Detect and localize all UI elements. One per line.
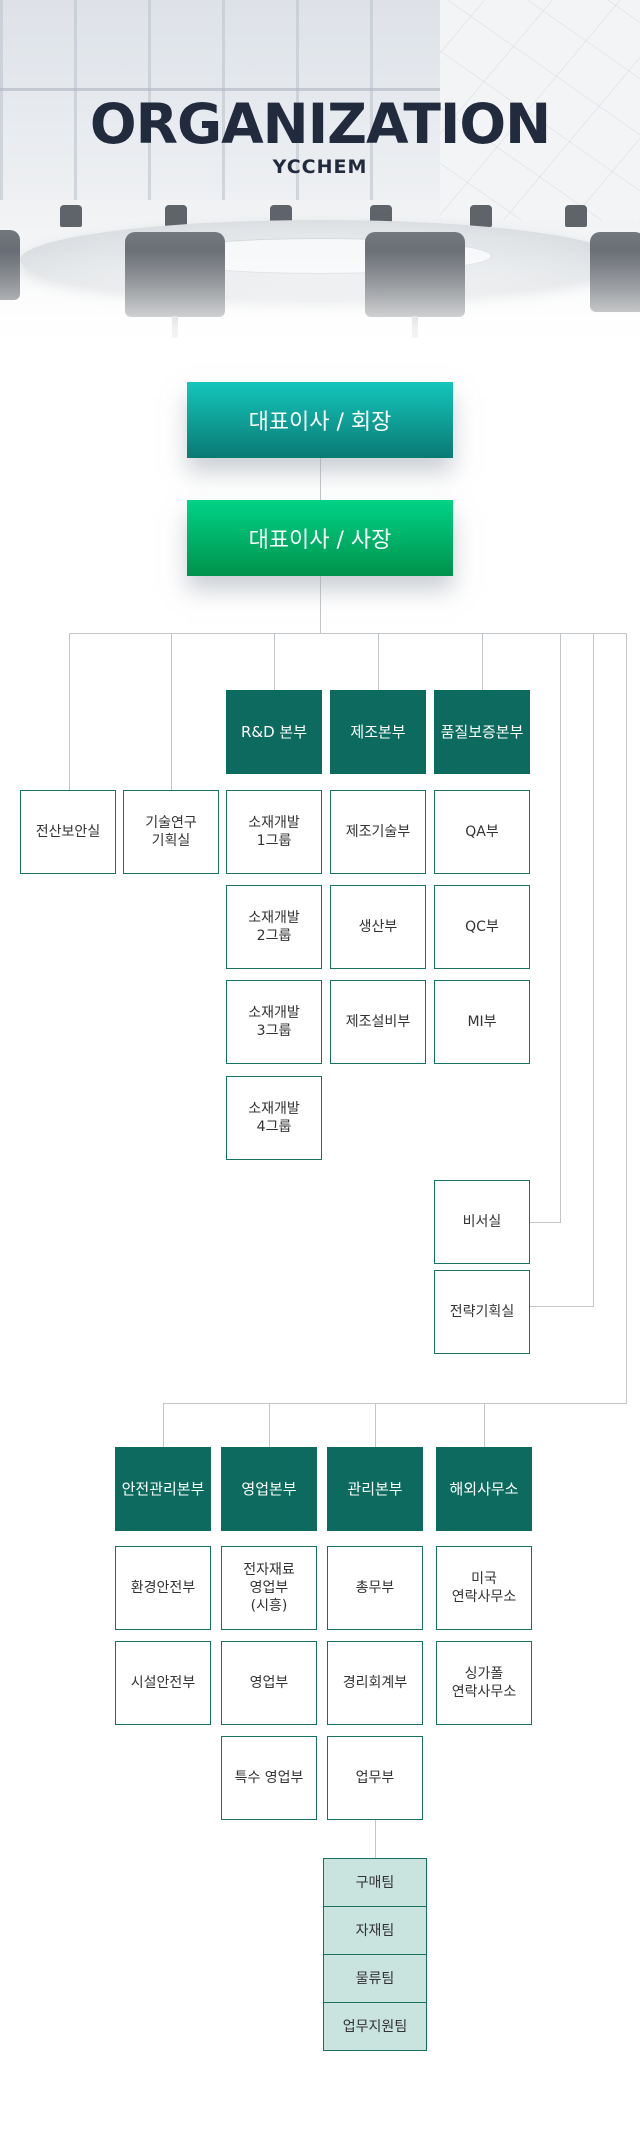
rnd-group-3-box: 소재개발 3그룹 (226, 980, 322, 1064)
hero-window-backdrop (0, 0, 440, 200)
connector-line (375, 1403, 376, 1447)
connector-line (375, 1820, 376, 1858)
manufacturing-tech-box: 제조기술부 (330, 790, 426, 874)
page-title: ORGANIZATION (89, 92, 551, 156)
connector-line (560, 633, 561, 1223)
connector-line (484, 1403, 485, 1447)
overseas-division-header: 해외사무소 (436, 1447, 532, 1531)
chairman-box: 대표이사 / 회장 (187, 382, 453, 458)
secretary-office-box: 비서실 (434, 1180, 530, 1264)
rnd-group-1-box: 소재개발 1그룹 (226, 790, 322, 874)
manufacturing-facility-box: 제조설비부 (330, 980, 426, 1064)
connector-line (482, 633, 483, 690)
rnd-planning-office-box: 기술연구 기획실 (123, 790, 219, 874)
rnd-group-4-box: 소재개발 4그룹 (226, 1076, 322, 1160)
admin-division-header: 관리본부 (327, 1447, 423, 1531)
sales-division-header: 영업본부 (221, 1447, 317, 1531)
qc-box: QC부 (434, 885, 530, 969)
strategy-office-box: 전략기획실 (434, 1270, 530, 1354)
purchasing-team-box: 구매팀 (323, 1858, 427, 1907)
connector-line (320, 458, 321, 500)
env-safety-box: 환경안전부 (115, 1546, 211, 1630)
connector-line (269, 1403, 270, 1447)
production-box: 생산부 (330, 885, 426, 969)
connector-line (378, 633, 379, 690)
mi-box: MI부 (434, 980, 530, 1064)
connector-line (163, 1403, 627, 1404)
sales-dept-box: 영업부 (221, 1641, 317, 1725)
hero-banner: ORGANIZATION YCCHEM (0, 0, 640, 380)
rnd-group-2-box: 소재개발 2그룹 (226, 885, 322, 969)
facility-safety-box: 시설안전부 (115, 1641, 211, 1725)
accounting-box: 경리회계부 (327, 1641, 423, 1725)
materials-team-box: 자재팀 (323, 1906, 427, 1955)
hero-chair-far (565, 205, 587, 227)
president-box: 대표이사 / 사장 (187, 500, 453, 576)
connector-line (626, 633, 627, 1404)
logistics-team-box: 물류팀 (323, 1954, 427, 2003)
qa-box: QA부 (434, 790, 530, 874)
connector-line (320, 576, 321, 633)
connector-line (163, 1403, 164, 1447)
rnd-division-header: R&D 본부 (226, 690, 322, 774)
us-office-box: 미국 연락사무소 (436, 1546, 532, 1630)
singapore-office-box: 싱가폴 연락사무소 (436, 1641, 532, 1725)
special-sales-box: 특수 영업부 (221, 1736, 317, 1820)
connector-line (274, 633, 275, 690)
connector-line (171, 633, 172, 790)
general-affairs-box: 총무부 (327, 1546, 423, 1630)
operations-box: 업무부 (327, 1736, 423, 1820)
hero-ceiling-backdrop (440, 0, 640, 220)
security-office-box: 전산보안실 (20, 790, 116, 874)
hero-chair-far (470, 205, 492, 227)
business-support-team-box: 업무지원팀 (323, 2002, 427, 2051)
electronic-materials-sales-box: 전자재료 영업부 (시흥) (221, 1546, 317, 1630)
connector-line (69, 633, 627, 634)
connector-line (593, 633, 594, 1307)
page-subtitle: YCCHEM (272, 156, 368, 178)
manufacturing-division-header: 제조본부 (330, 690, 426, 774)
hero-fade (0, 250, 640, 380)
quality-division-header: 품질보증본부 (434, 690, 530, 774)
connector-line (529, 1306, 594, 1307)
hero-chair-far (60, 205, 82, 227)
safety-division-header: 안전관리본부 (115, 1447, 211, 1531)
connector-line (529, 1222, 561, 1223)
hero-chair-far (165, 205, 187, 227)
connector-line (69, 633, 70, 790)
